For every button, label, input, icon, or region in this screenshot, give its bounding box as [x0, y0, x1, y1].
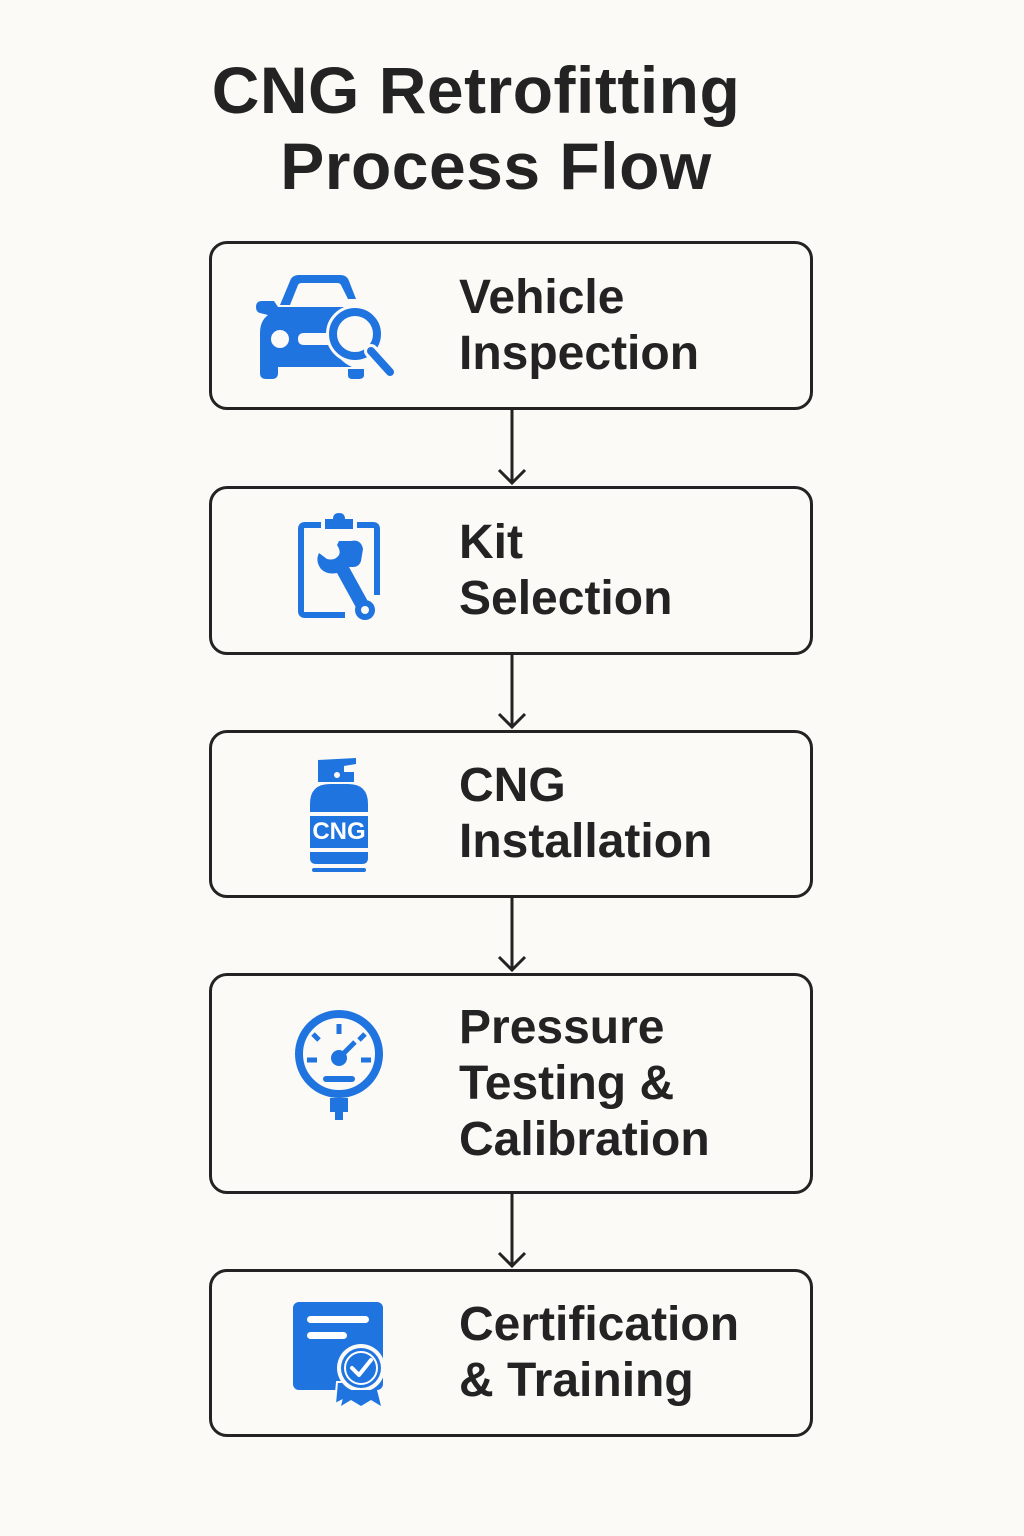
title-line-2: Process Flow — [280, 129, 712, 203]
step-label: CNG Installation — [459, 759, 713, 868]
step-label: Vehicle Inspection — [459, 270, 700, 380]
arrow-down-icon — [497, 1194, 527, 1269]
cng-icon-text: CNG — [312, 818, 365, 845]
step-vehicle-inspection: Vehicle Inspection — [209, 241, 813, 410]
certificate-badge-icon — [264, 1288, 414, 1418]
car-magnifier-icon — [252, 261, 402, 391]
step-cng-installation: CNG CNG Installation — [209, 730, 813, 898]
step-label: Kit Selection — [459, 515, 673, 625]
arrow-down-icon — [497, 410, 527, 486]
pressure-gauge-icon — [264, 1003, 414, 1133]
page-title: CNG Retrofitting Process Flow — [0, 52, 952, 204]
title-line-1: CNG Retrofitting — [211, 53, 741, 127]
clipboard-wrench-icon — [264, 506, 414, 636]
step-label: Pressure Testing & Calibration — [459, 1000, 710, 1166]
arrow-down-icon — [497, 655, 527, 730]
arrow-down-icon — [497, 898, 527, 973]
step-pressure-testing-calibration: Pressure Testing & Calibration — [209, 973, 813, 1194]
step-kit-selection: Kit Selection — [209, 486, 813, 655]
step-label: Certification & Training — [459, 1298, 740, 1407]
step-certification-training: Certification & Training — [209, 1269, 813, 1437]
cng-cylinder-icon: CNG — [264, 749, 414, 879]
